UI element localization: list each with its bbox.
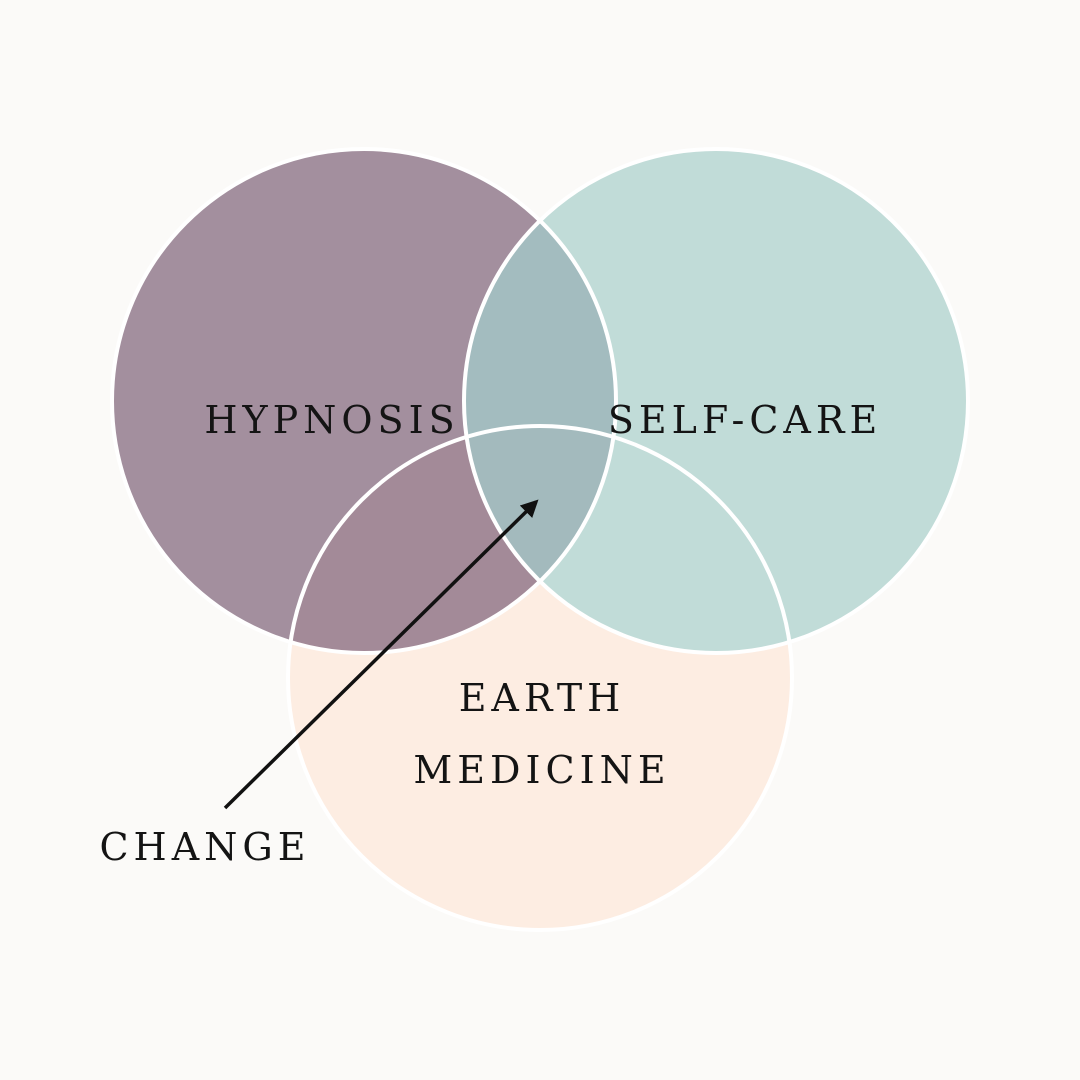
hypnosis-outline	[110, 147, 618, 655]
earth-medicine-outline	[286, 424, 794, 932]
arrow-icon	[223, 499, 539, 810]
self-care-label: SELF-CARE	[608, 398, 882, 442]
hypnosis-label: HYPNOSIS	[204, 398, 459, 442]
self-care-outline	[462, 147, 970, 655]
earth-medicine-label-line2: MEDICINE	[413, 748, 670, 792]
change-label: CHANGE	[99, 825, 310, 869]
earth-medicine-label-line1: EARTH	[459, 676, 626, 720]
hypnosis-earth-overlap	[288, 426, 616, 653]
self-care-circle	[464, 149, 968, 653]
